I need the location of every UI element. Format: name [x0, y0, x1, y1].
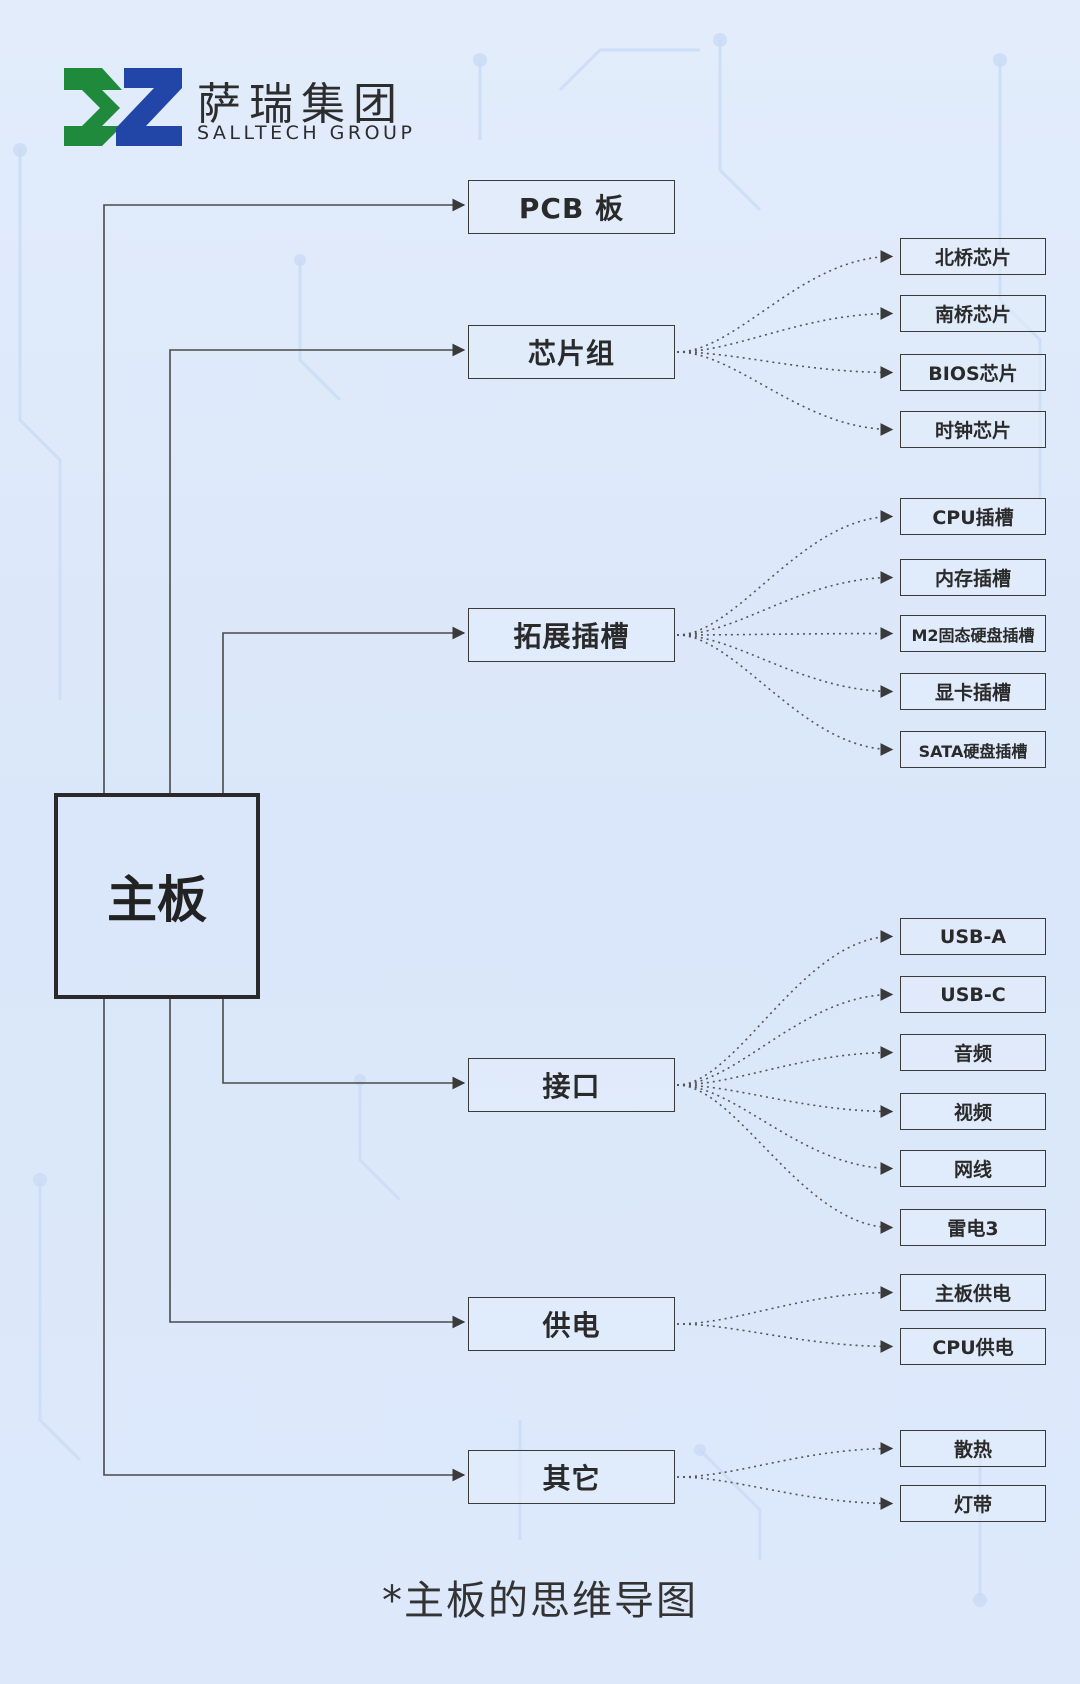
connector-ports-to-leaf-2 [676, 1046, 894, 1086]
leaf-node-ports-2: 音频 [900, 1034, 1046, 1071]
connector-chipset-to-leaf-3 [676, 351, 894, 436]
leaf-node-ports-0: USB-A [900, 918, 1046, 955]
leaf-node-chipset-0: 北桥芯片 [900, 238, 1046, 275]
leaf-node-slots-4: SATA硬盘插槽 [900, 731, 1046, 768]
connector-ports-to-leaf-0 [676, 930, 894, 1086]
connector-ports-to-leaf-1 [676, 988, 894, 1086]
connector-ports-to-leaf-3 [676, 1084, 894, 1118]
connector-root-to-pcb [103, 198, 466, 793]
branch-node-other: 其它 [468, 1450, 675, 1504]
connector-other-to-leaf-1 [676, 1476, 894, 1510]
leaf-node-power-0: 主板供电 [900, 1274, 1046, 1311]
connector-chipset-to-leaf-0 [676, 250, 894, 353]
leaf-node-slots-2: M2固态硬盘插槽 [900, 615, 1046, 652]
connector-slots-to-leaf-2 [676, 627, 894, 640]
leaf-node-other-1: 灯带 [900, 1485, 1046, 1522]
diagram-caption: *主板的思维导图 [382, 1578, 698, 1624]
connector-slots-to-leaf-0 [676, 510, 894, 636]
leaf-node-ports-1: USB-C [900, 976, 1046, 1013]
leaf-node-slots-1: 内存插槽 [900, 559, 1046, 596]
connector-slots-to-leaf-4 [676, 634, 894, 756]
leaf-node-power-1: CPU供电 [900, 1328, 1046, 1365]
leaf-node-chipset-1: 南桥芯片 [900, 295, 1046, 332]
branch-node-chipset: 芯片组 [468, 325, 675, 379]
connector-slots-to-leaf-1 [676, 571, 894, 636]
connector-root-to-other [103, 999, 466, 1482]
salltech-logo-icon [64, 68, 182, 146]
connector-ports-to-leaf-4 [676, 1084, 894, 1175]
leaf-node-slots-0: CPU插槽 [900, 498, 1046, 535]
leaf-node-other-0: 散热 [900, 1430, 1046, 1467]
branch-node-ports: 接口 [468, 1058, 675, 1112]
connector-power-to-leaf-1 [676, 1323, 894, 1353]
connector-root-to-ports [222, 999, 466, 1090]
leaf-node-ports-4: 网线 [900, 1150, 1046, 1187]
brand-name-cn: 萨瑞集团 [197, 79, 405, 130]
connector-chipset-to-leaf-1 [676, 307, 894, 353]
branch-node-power: 供电 [468, 1297, 675, 1351]
connector-ports-to-leaf-5 [676, 1084, 894, 1234]
branch-node-pcb: PCB 板 [468, 180, 675, 234]
connector-root-to-chipset [169, 343, 466, 793]
connector-chipset-to-leaf-2 [676, 351, 894, 379]
leaf-node-chipset-2: BIOS芯片 [900, 354, 1046, 391]
brand-logo: 萨瑞集团 SALLTECH GROUP [64, 66, 424, 156]
leaf-node-chipset-3: 时钟芯片 [900, 411, 1046, 448]
leaf-node-ports-3: 视频 [900, 1093, 1046, 1130]
connector-slots-to-leaf-3 [676, 634, 894, 698]
connector-power-to-leaf-0 [676, 1286, 894, 1325]
branch-node-slots: 拓展插槽 [468, 608, 675, 662]
leaf-node-slots-3: 显卡插槽 [900, 673, 1046, 710]
connector-other-to-leaf-0 [676, 1442, 894, 1478]
leaf-node-ports-5: 雷电3 [900, 1209, 1046, 1246]
connector-root-to-power [169, 999, 466, 1329]
brand-name-en: SALLTECH GROUP [197, 122, 416, 144]
connector-root-to-slots [222, 626, 466, 793]
root-node-mainboard: 主板 [54, 793, 260, 999]
